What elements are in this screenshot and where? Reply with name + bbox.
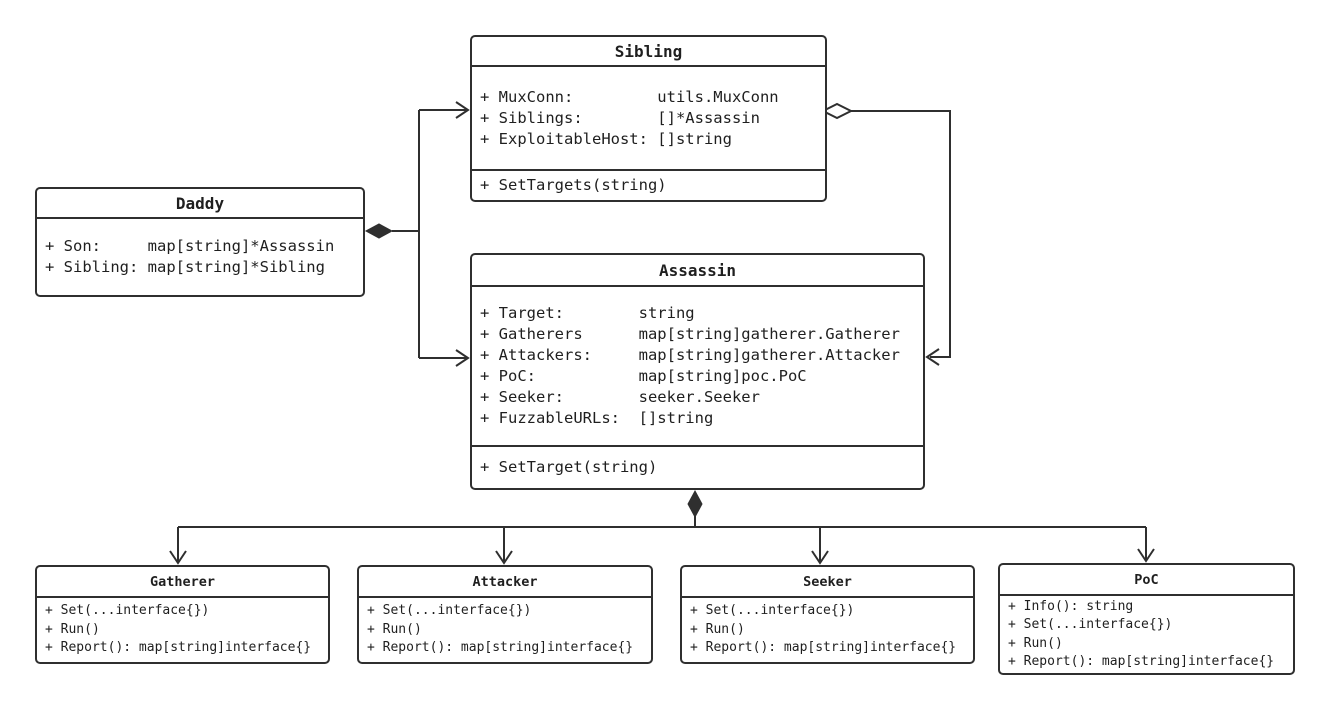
open-arrow-icon (455, 349, 470, 367)
filled-diamond-icon (687, 489, 703, 519)
class-fields-sibling: + MuxConn: utils.MuxConn + Siblings: []*… (472, 65, 825, 169)
class-box-seeker: Seeker + Set(...interface{}) + Run() + R… (680, 565, 975, 664)
class-title-seeker: Seeker (803, 573, 852, 590)
open-arrow-icon (1137, 548, 1155, 563)
filled-diamond-icon (364, 223, 394, 239)
class-methods-attacker: + Set(...interface{}) + Run() + Report()… (359, 596, 651, 662)
open-arrow-icon (811, 550, 829, 565)
open-arrow-icon (925, 348, 940, 366)
open-arrow-icon (495, 550, 513, 565)
class-methods-assassin: + SetTarget(string) (472, 445, 923, 488)
open-diamond-icon (820, 102, 854, 120)
class-fields-assassin: + Target: string + Gatherers map[string]… (472, 285, 923, 445)
class-box-sibling: Sibling + MuxConn: utils.MuxConn + Sibli… (470, 35, 827, 202)
class-title-attacker: Attacker (472, 573, 538, 590)
class-title-sibling: Sibling (614, 41, 683, 61)
class-box-poc: PoC + Info(): string + Set(...interface{… (998, 563, 1295, 675)
open-arrow-icon (455, 101, 470, 119)
class-title-daddy: Daddy (175, 193, 225, 213)
class-methods-seeker: + Set(...interface{}) + Run() + Report()… (682, 596, 973, 662)
class-box-gatherer: Gatherer + Set(...interface{}) + Run() +… (35, 565, 330, 664)
class-methods-poc: + Info(): string + Set(...interface{}) +… (1000, 594, 1293, 673)
class-box-assassin: Assassin + Target: string + Gatherers ma… (470, 253, 925, 490)
class-methods-sibling: + SetTargets(string) (472, 169, 825, 200)
class-methods-gatherer: + Set(...interface{}) + Run() + Report()… (37, 596, 328, 662)
class-box-daddy: Daddy + Son: map[string]*Assassin + Sibl… (35, 187, 365, 297)
connector-assassin-compositions (169, 516, 1155, 565)
class-title-gatherer: Gatherer (149, 573, 216, 590)
class-title-poc: PoC (1134, 571, 1159, 588)
class-title-assassin: Assassin (658, 260, 737, 280)
class-box-attacker: Attacker + Set(...interface{}) + Run() +… (357, 565, 653, 664)
connector-sibling-aggregation (851, 110, 951, 366)
open-arrow-icon (169, 550, 187, 565)
connector-daddy-compositions (392, 101, 470, 367)
class-fields-daddy: + Son: map[string]*Assassin + Sibling: m… (37, 217, 363, 295)
